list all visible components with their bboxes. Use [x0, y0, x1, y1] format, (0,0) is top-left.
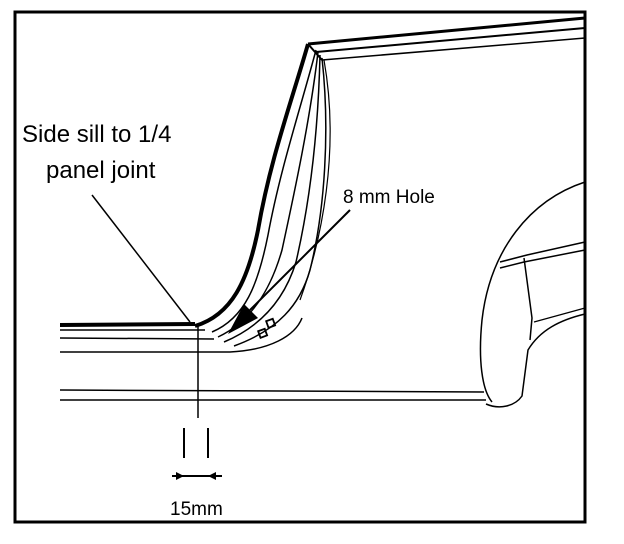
panel-holes [257, 317, 277, 339]
figure-border [13, 10, 587, 524]
wheel-arch [479, 181, 586, 408]
side-sill-lines [59, 317, 486, 401]
hole-label: 8 mm Hole [343, 187, 435, 208]
dimension-marker [172, 326, 222, 480]
pillar-panel-lines [194, 43, 331, 347]
hole-square-icon [265, 317, 277, 329]
hole-arrow [228, 209, 351, 334]
dimension-label: 15mm [170, 499, 223, 520]
joint-label-line2: panel joint [46, 157, 156, 184]
joint-leader-line [91, 194, 191, 323]
roof-panel-lines [307, 16, 586, 61]
hole-square-icon [257, 327, 269, 339]
joint-label-line1: Side sill to 1/4 [22, 121, 171, 148]
